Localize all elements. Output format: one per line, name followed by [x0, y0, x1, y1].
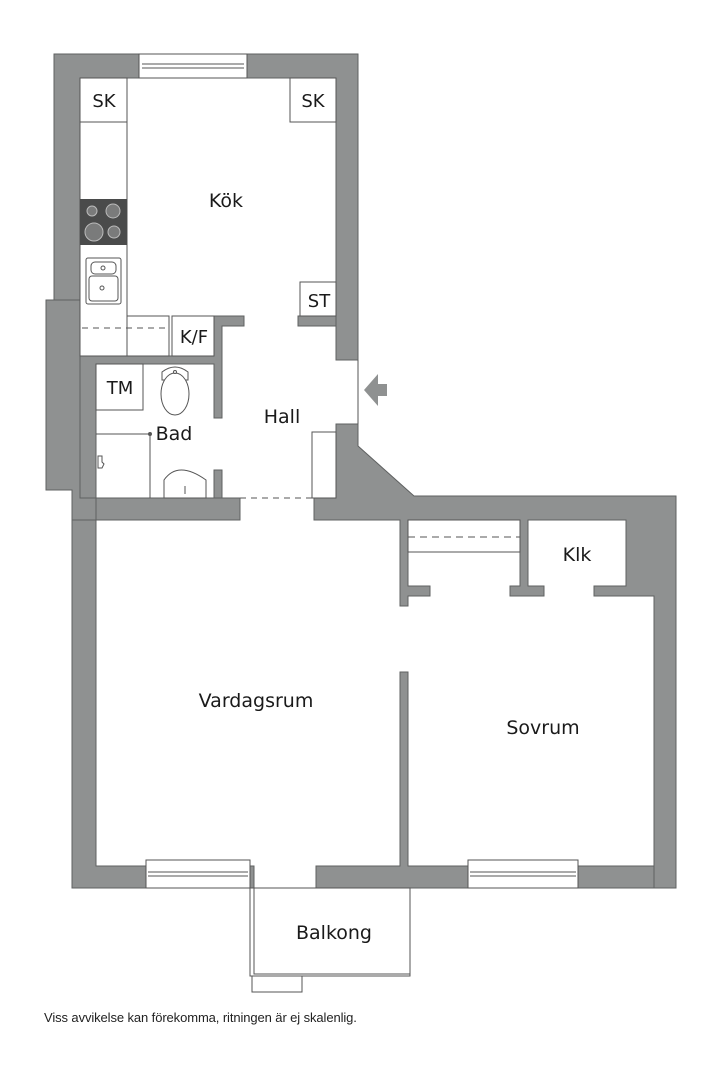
- disclaimer-text: Viss avvikelse kan förekomma, ritningen …: [44, 1010, 357, 1025]
- room-label-balcony: Balkong: [296, 922, 372, 944]
- room-label-walk-in-closet: Klk: [563, 544, 592, 566]
- entrance-arrow-icon: [364, 374, 387, 406]
- toilet-icon: [160, 366, 190, 416]
- windows: [138, 53, 579, 889]
- hall-details: [240, 360, 521, 553]
- washbasin-icon: [163, 469, 207, 499]
- balcony: [249, 887, 411, 993]
- fixture-label-storage: ST: [308, 291, 331, 312]
- fixture-label-cabinet-left: SK: [92, 91, 116, 112]
- shower-icon: [96, 432, 152, 498]
- fixture-label-fridge-freezer: K/F: [180, 327, 208, 348]
- room-label-hall: Hall: [264, 406, 301, 428]
- room-label-bedroom: Sovrum: [506, 717, 579, 739]
- stove-icon: [80, 199, 127, 245]
- walls: [45, 53, 677, 889]
- room-label-bathroom: Bad: [156, 423, 193, 445]
- bathroom-fixtures: [95, 363, 207, 499]
- room-label-living-room: Vardagsrum: [199, 690, 314, 712]
- room-label-kitchen: Kök: [209, 190, 243, 212]
- fixture-label-cabinet-right: SK: [301, 91, 325, 112]
- kitchen-sink-icon: [85, 257, 122, 305]
- fixture-label-washing-machine: TM: [106, 378, 134, 399]
